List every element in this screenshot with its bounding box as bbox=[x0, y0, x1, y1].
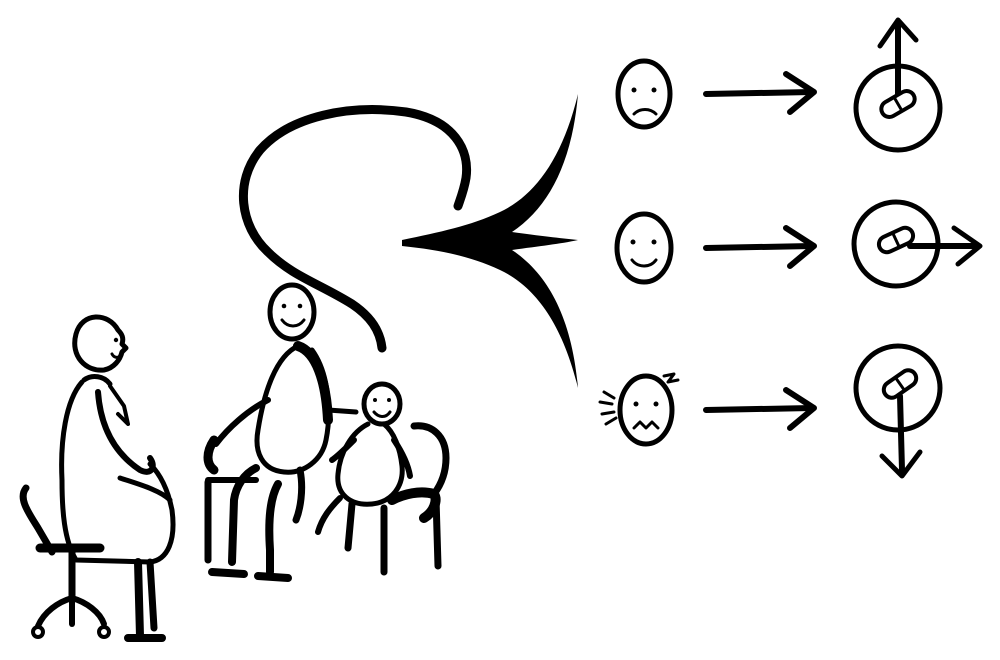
arrow-right-icon bbox=[703, 71, 817, 115]
outcome-row-happy bbox=[614, 199, 983, 289]
distressed-face-icon bbox=[598, 372, 680, 447]
office-chair bbox=[19, 484, 111, 639]
parent-head bbox=[267, 282, 317, 342]
arrow-right-icon bbox=[703, 387, 817, 431]
parent-figure bbox=[203, 282, 359, 582]
child-figure bbox=[315, 381, 450, 576]
increase-dose-icon bbox=[853, 17, 943, 153]
sad-face-icon bbox=[615, 58, 673, 130]
maintain-dose-icon bbox=[851, 199, 983, 289]
child-head bbox=[361, 381, 403, 427]
therapist-head bbox=[72, 314, 129, 373]
decrease-dose-icon bbox=[853, 343, 943, 479]
arrow-right-icon bbox=[703, 225, 817, 269]
happy-face-icon bbox=[614, 211, 674, 285]
therapist-figure bbox=[19, 314, 176, 642]
outcome-row-sad bbox=[615, 17, 943, 153]
outcome-row-distressed bbox=[598, 343, 943, 479]
feedback-arrow bbox=[238, 94, 578, 388]
